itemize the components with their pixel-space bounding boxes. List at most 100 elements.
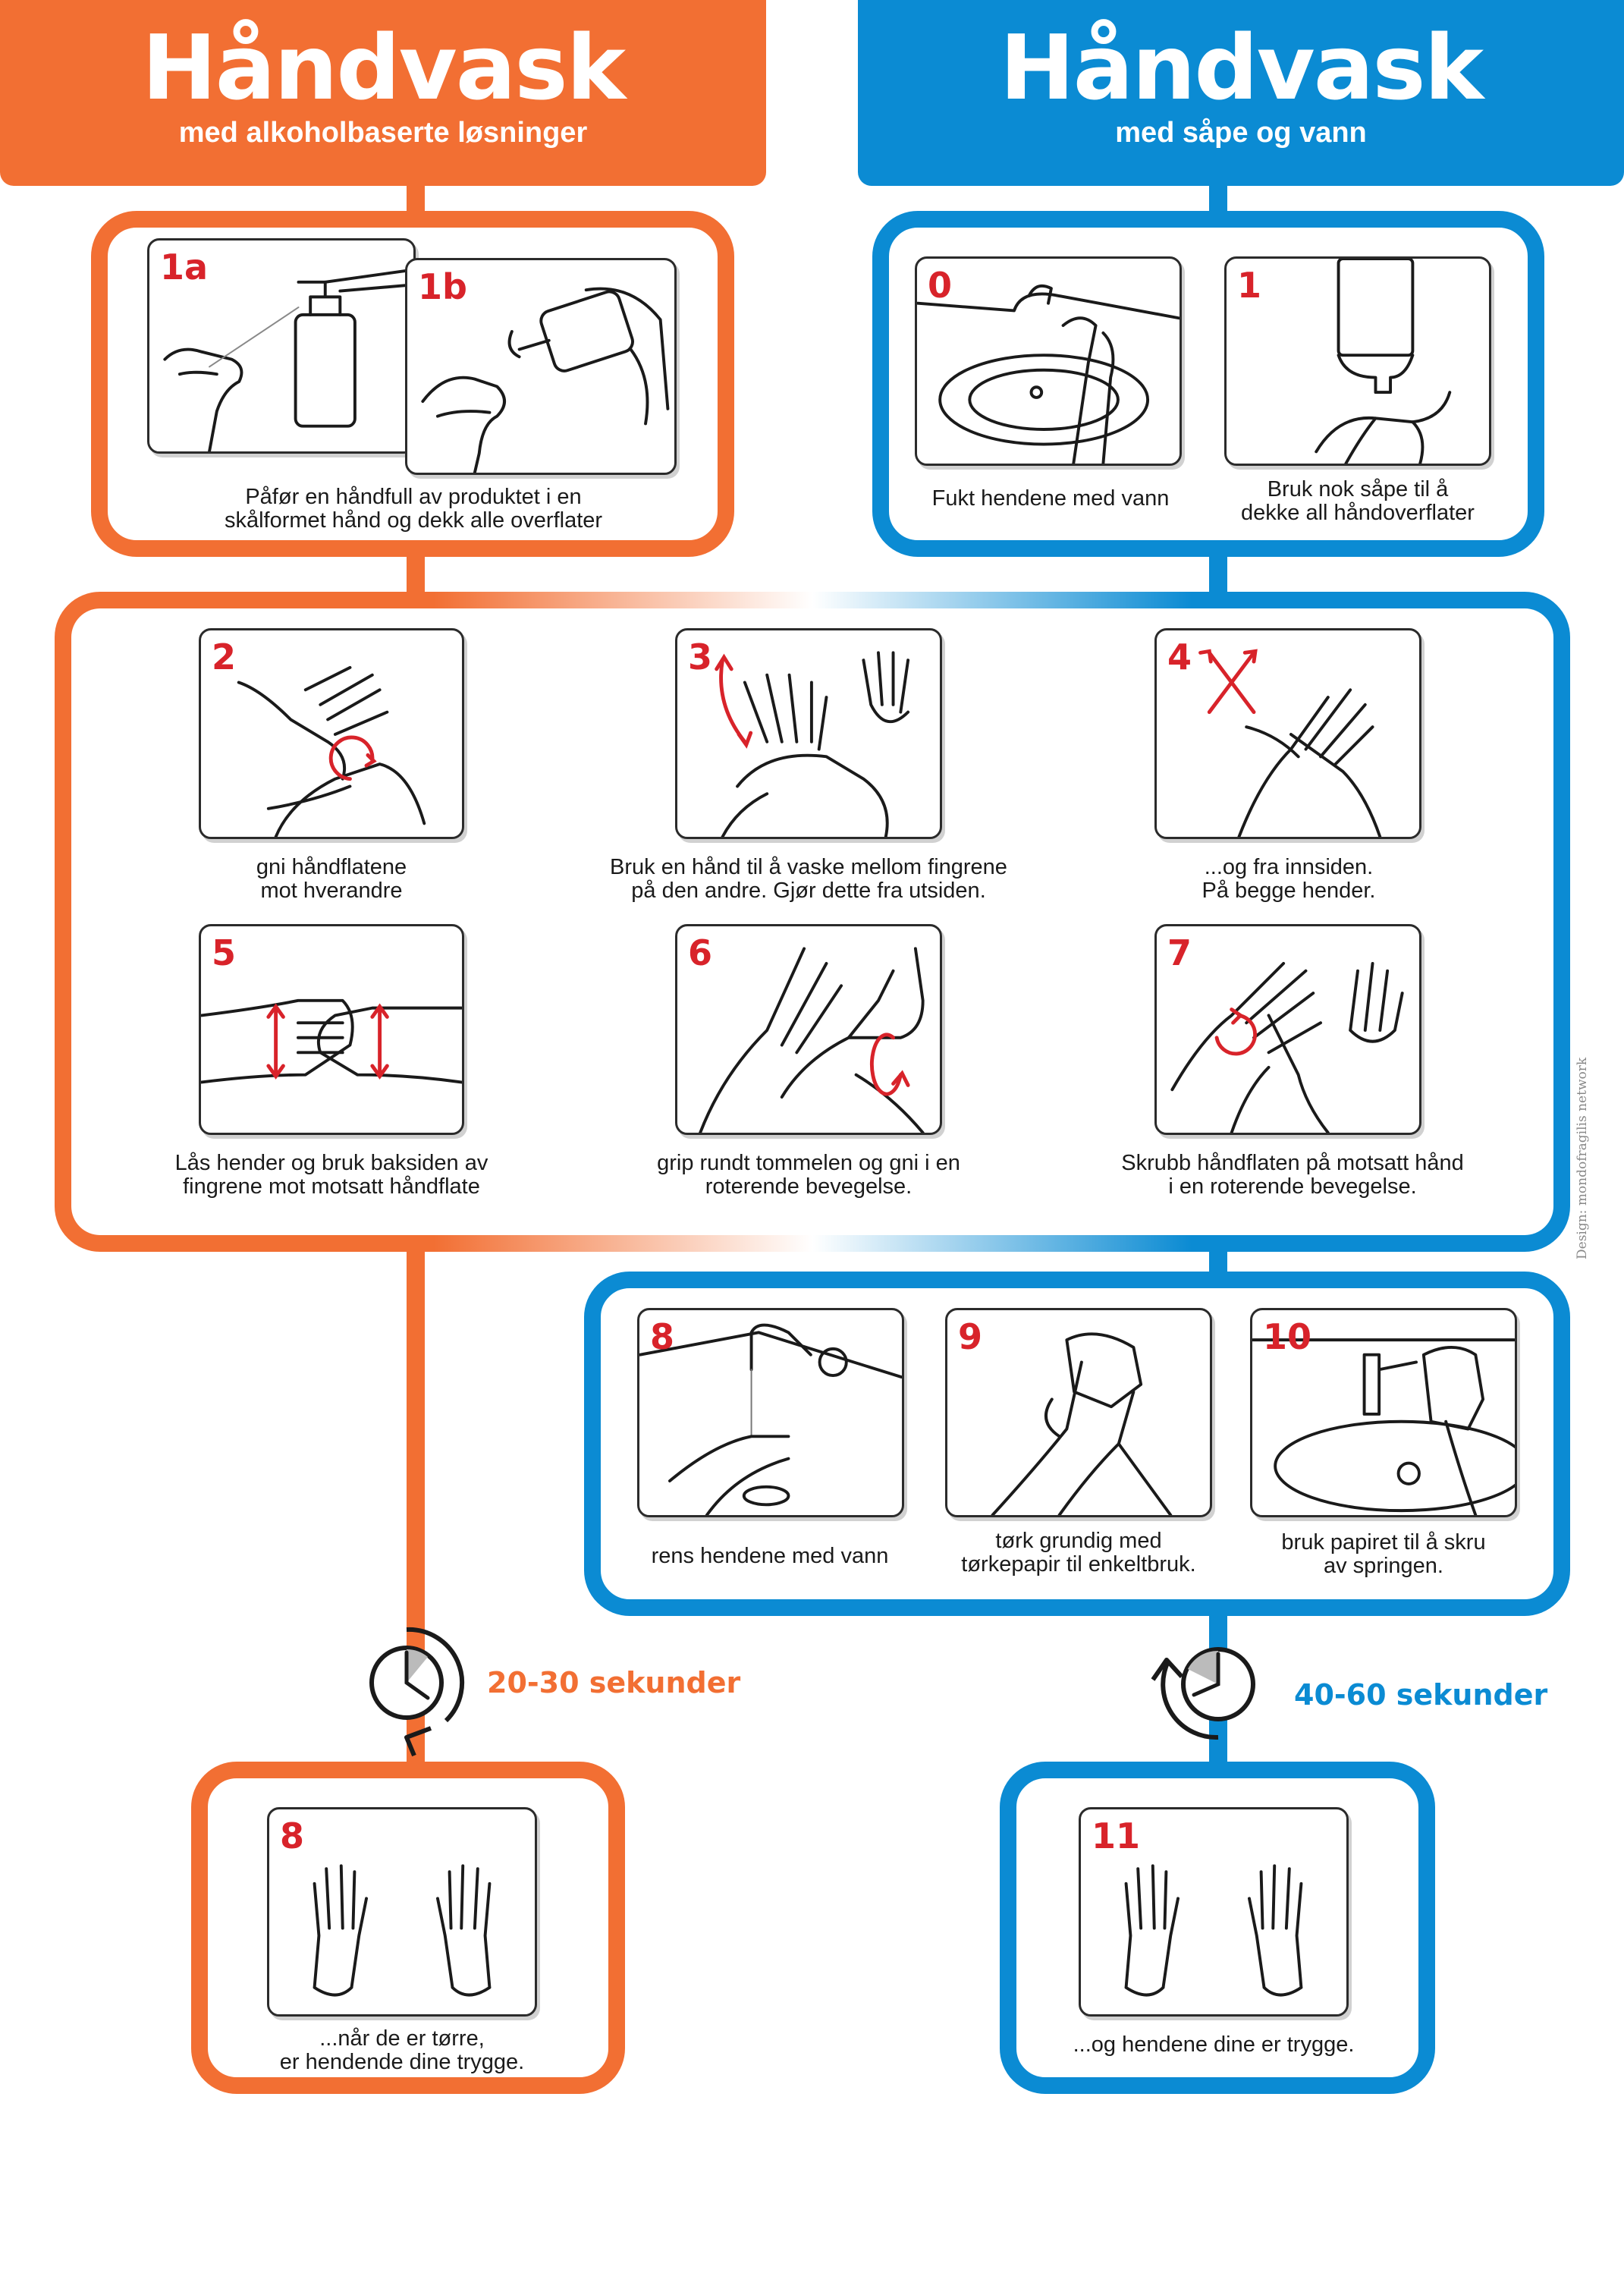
alcohol-subtitle: med alkoholbaserte løsninger — [178, 117, 588, 149]
step-0-caption: Fukt hendene med vann — [931, 486, 1170, 511]
clean-hands-illustration — [313, 1864, 492, 1997]
step-number: 9 — [958, 1316, 983, 1357]
step-9-caption: tørk grundig med tørkepapir til enkeltbr… — [927, 1529, 1230, 1577]
step-card-1b: 1b — [405, 258, 677, 475]
step-1-caption: Bruk nok såpe til å dekke all håndoverfl… — [1206, 477, 1509, 526]
alcohol-header: Håndvask med alkoholbaserte løsninger — [0, 0, 766, 186]
caption-line: Bruk en hånd til å vaske mellom fingrene — [610, 855, 1007, 879]
connector-line — [1209, 1244, 1227, 1275]
step-6-caption: grip rundt tommelen og gni i en roterend… — [611, 1151, 1006, 1199]
rinse-hands-illustration — [639, 1323, 902, 1515]
credit-text: Design: mondofragilis network — [1575, 1057, 1590, 1259]
step-number: 10 — [1263, 1316, 1312, 1357]
caption-line: dekke all håndoverflater — [1241, 501, 1475, 526]
lock-hands-illustration — [201, 998, 462, 1084]
step-card-8-final: 8 — [267, 1807, 537, 2017]
step-number: 4 — [1167, 637, 1192, 677]
caption-line: er hendende dine trygge. — [279, 2050, 525, 2075]
caption-line: bruk papiret til å skru — [1281, 1530, 1486, 1555]
water-subtitle: med såpe og vann — [1115, 117, 1367, 149]
step-5-caption: Lås hender og bruk baksiden av fingrene … — [153, 1151, 510, 1199]
connector-line — [407, 182, 425, 212]
bottle-squeeze-illustration — [421, 287, 670, 473]
caption-line: ...og fra innsiden. — [1204, 855, 1374, 879]
caption-line: fingrene mot motsatt håndflate — [183, 1174, 480, 1199]
water-title: Håndvask — [999, 15, 1484, 120]
caption-line: tørk grundig med — [995, 1529, 1162, 1553]
caption-line: ...og hendene dine er trygge. — [1073, 2032, 1355, 2057]
turn-off-tap-illustration — [1252, 1338, 1515, 1515]
caption-line: Lås hender og bruk baksiden av — [174, 1151, 488, 1175]
timer-clock-icon-water — [1151, 1647, 1255, 1740]
clean-hands-illustration — [1124, 1864, 1303, 1997]
step-number: 1a — [160, 247, 209, 288]
water-header: Håndvask med såpe og vann — [858, 0, 1624, 186]
connector-line — [1209, 182, 1227, 212]
caption-line: på den andre. Gjør dette fra utsiden. — [631, 879, 986, 904]
caption-line: På begge hender. — [1202, 879, 1376, 904]
step-card-7: 7 — [1154, 924, 1421, 1135]
connector-line — [407, 555, 425, 601]
dry-hands-paper-illustration — [991, 1332, 1173, 1515]
caption-line: grip rundt tommelen og gni i en — [657, 1151, 960, 1175]
step-7-caption: Skrubb håndflaten på motsatt hånd i en r… — [1095, 1151, 1490, 1199]
caption-line: rens hendene med vann — [651, 1544, 889, 1568]
caption-line: roterende bevegelse. — [705, 1174, 913, 1199]
alcohol-duration-label: 20-30 sekunder — [487, 1666, 741, 1699]
final-alcohol-caption: ...når de er tørre, er hendende dine try… — [250, 2026, 554, 2075]
connector-line — [1209, 555, 1227, 601]
final-water-caption: ...og hendene dine er trygge. — [1047, 2032, 1381, 2057]
step-number: 1 — [1237, 265, 1262, 306]
step-card-2: 2 — [199, 628, 464, 839]
timer-clock-icon-alcohol — [369, 1627, 465, 1757]
step-card-3: 3 — [675, 628, 942, 839]
caption-line: Bruk nok såpe til å — [1267, 477, 1449, 501]
step-number: 8 — [650, 1316, 675, 1357]
alcohol-title: Håndvask — [141, 15, 626, 120]
interlace-fingers-outside-illustration — [715, 651, 910, 837]
design-credit: Design: mondofragilis network — [1575, 1058, 1597, 1259]
caption-line: i en roterende bevegelse. — [1168, 1174, 1417, 1199]
step-number: 2 — [212, 637, 237, 677]
step-number: 7 — [1167, 932, 1192, 973]
step-card-1a: 1a — [147, 238, 416, 454]
rub-palms-illustration — [237, 665, 426, 837]
sink-wet-hands-illustration — [917, 284, 1180, 464]
caption-line: av springen. — [1324, 1554, 1443, 1579]
step-number: 6 — [688, 932, 713, 973]
step-card-5: 5 — [199, 924, 464, 1135]
scrub-palm-illustration — [1170, 961, 1404, 1133]
rotate-thumb-illustration — [699, 947, 925, 1133]
caption-line: Påfør en håndfull av produktet i en — [245, 485, 582, 509]
step-card-10: 10 — [1250, 1308, 1517, 1517]
step-number: 0 — [928, 265, 953, 306]
bottle-pump-illustration — [163, 269, 412, 451]
step-card-6: 6 — [675, 924, 942, 1135]
step-3-caption: Bruk en hånd til å vaske mellom fingrene… — [566, 855, 1051, 904]
step-number: 1b — [418, 266, 467, 307]
caption-line: mot hverandre — [260, 879, 403, 904]
soap-dispenser-illustration — [1315, 259, 1452, 464]
step-card-0: 0 — [915, 256, 1182, 466]
step-8-rinse-caption: rens hendene med vann — [630, 1544, 910, 1568]
caption-line: Skrubb håndflaten på motsatt hånd — [1121, 1151, 1464, 1175]
step-card-9: 9 — [945, 1308, 1212, 1517]
caption-line: ...når de er tørre, — [319, 2026, 485, 2051]
step-number: 11 — [1092, 1815, 1141, 1856]
step-card-1: 1 — [1224, 256, 1491, 466]
step-4-caption: ...og fra innsiden. På begge hender. — [1133, 855, 1444, 904]
caption-line: tørkepapir til enkeltbruk. — [961, 1552, 1196, 1577]
step-number: 5 — [212, 932, 237, 973]
interlace-fingers-inside-illustration — [1198, 649, 1382, 837]
step-card-4: 4 — [1154, 628, 1421, 839]
water-duration-label: 40-60 sekunder — [1294, 1678, 1548, 1712]
step-number: 3 — [688, 637, 713, 677]
step-card-11: 11 — [1079, 1807, 1349, 2017]
step-number: 8 — [280, 1815, 305, 1856]
step-2-caption: gni håndflatene mot hverandre — [176, 855, 487, 904]
step-10-caption: bruk papiret til å skru av springen. — [1239, 1530, 1528, 1579]
step-card-8-rinse: 8 — [637, 1308, 904, 1517]
caption-line: gni håndflatene — [256, 855, 407, 879]
caption-line: skålformet hånd og dekk alle overflater — [224, 508, 603, 533]
alcohol-intro-caption: Påfør en håndfull av produktet i en skål… — [167, 485, 660, 533]
